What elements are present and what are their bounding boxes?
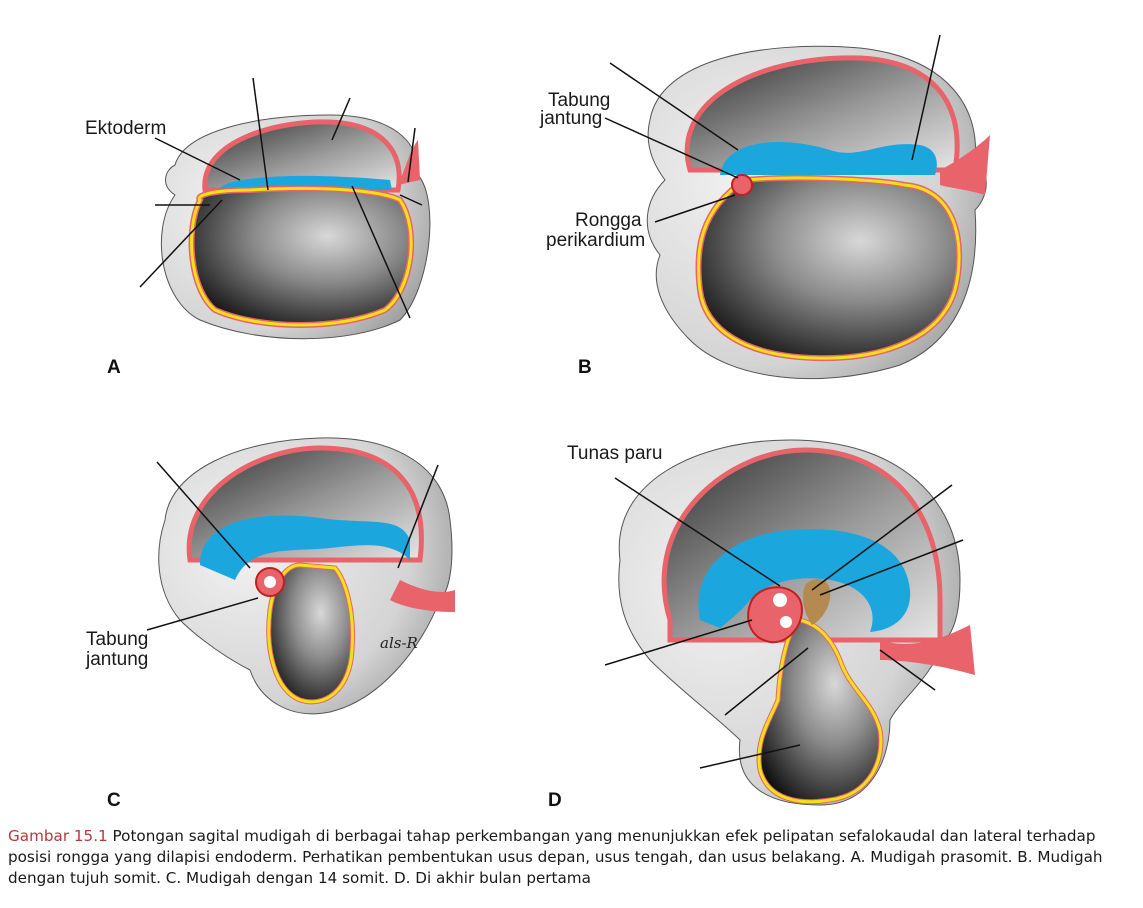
label-rongga-perikardium-2: perikardium [546,230,645,251]
panel-b-tail-stalk [940,135,990,195]
panel-letter-c: C [107,790,121,811]
panel-d-heart-lumen [780,616,792,628]
panel-letter-d: D [548,790,562,811]
panel-b-heart-tube [731,174,753,196]
panel-d-heart-lumen [773,593,787,607]
panel-b-leader-line [911,34,941,161]
panel-a-leader-line [351,185,411,319]
artist-signature: als-R [380,634,418,652]
panel-d-leader-line [819,539,964,596]
panel-d-heart [747,586,803,644]
panel-b-endoderm-line [696,176,961,360]
panel-a-tail-stalk [398,140,420,185]
panel-d-leader-line [724,647,809,716]
panel-b-leader-line [604,117,739,179]
panel-a-leader-line [252,77,269,191]
panel-a-leader-line [407,127,416,183]
panel-c-endoderm-line [267,563,355,704]
panel-c-amnion-blue [200,515,410,580]
label-ektoderm: Ektoderm [85,118,166,139]
panel-d-lung-bud [802,578,831,625]
label-tabung-jantung-b-2: jantung [539,108,602,129]
panel-d-leader-line [811,484,953,591]
panel-d-leader-line [879,649,936,691]
panel-c-heart-lumen [264,576,276,588]
panel-d-endoderm-line [757,618,883,804]
panel-b-yolk-sac [695,174,963,362]
panel-b: Tabung jantung Rongga perikardium B [539,34,990,380]
panel-a-endoderm-line [190,186,413,327]
label-tabung-jantung-c-2: jantung [85,649,148,670]
label-tabung-jantung-b-1: Tabung [548,90,610,111]
panel-letter-b: B [578,357,592,378]
embryo-figure: Ektoderm A Tabung jantung Rongga perikar… [85,34,990,811]
panel-b-leader-line [654,194,736,223]
panel-a-leader-line [331,97,351,141]
panel-d: Tunas paru D [548,439,975,811]
panel-a-amnion-cavity [202,119,402,193]
panel-a-leader-line [154,137,241,181]
panel-d-leader-line [699,744,801,769]
figure-label: Gambar 15.1 [8,827,108,845]
panel-d-leader-line [604,619,753,666]
panel-letter-a: A [107,357,121,378]
panel-b-leader-line [609,62,739,151]
label-tunas-paru: Tunas paru [567,443,662,464]
panel-a-leader-line [399,194,423,206]
panel-a: Ektoderm A [85,77,431,378]
label-rongga-perikardium-1: Rongga [575,210,642,231]
panel-c-leader-line [397,464,439,569]
panel-a-leader-line [139,199,223,288]
panel-a-yolk-sac [188,185,415,328]
panel-b-embryonic-disc [720,142,937,175]
panel-d-tail-stalk [880,625,975,675]
panel-c-leader-line [146,597,259,631]
label-tabung-jantung-c-1: Tabung [86,629,148,650]
panel-c-leader-line [156,461,251,569]
panel-c-tail-stalk [390,580,455,612]
caption-text: Potongan sagital mudigah di berbagai tah… [8,827,1103,887]
panel-b-amnion-cavity [684,55,960,173]
panel-c: Tabung jantung als-R C [85,437,455,811]
panel-d-leader-line [614,477,781,587]
panel-d-amnion-blue [698,529,911,632]
figure-caption: Gambar 15.1 Potongan sagital mudigah di … [8,826,1136,889]
